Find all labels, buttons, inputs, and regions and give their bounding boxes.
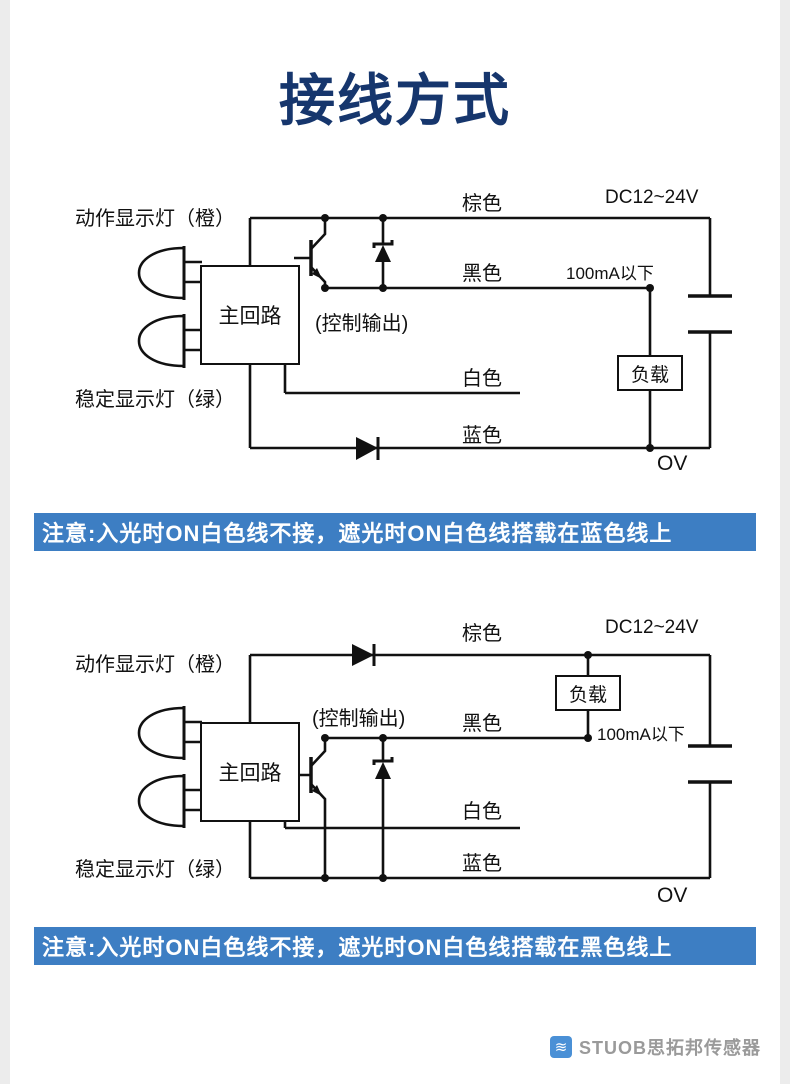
action-light-label-1: 动作显示灯（橙）: [75, 208, 235, 230]
main-circuit-box-2: 主回路: [200, 722, 300, 822]
stable-light-label-2: 稳定显示灯（绿）: [75, 859, 235, 881]
supply-voltage-label-1: DC12~24V: [605, 187, 699, 208]
junction-dot: [321, 874, 329, 882]
note-bar-2: 注意:入光时ON白色线不接，遮光时ON白色线搭载在黑色线上: [34, 927, 756, 965]
right-edge-band: [780, 0, 790, 1084]
zero-volt-label-1: OV: [657, 452, 688, 475]
transistor-collector: [310, 738, 327, 767]
brown-wire-label-2: 棕色: [462, 623, 502, 645]
junction-dot: [379, 284, 387, 292]
white-wire-label-2: 白色: [462, 801, 502, 823]
brand-text: STUOB思拓邦传感器: [579, 1038, 761, 1058]
page-title: 接线方式: [279, 69, 511, 132]
transistor-emitter-arrow: [312, 785, 322, 796]
footer-brand: ≋ STUOB思拓邦传感器: [550, 1034, 761, 1060]
action-led-dome: [137, 706, 186, 760]
load-box-1: 负载: [617, 355, 683, 391]
zener-triangle: [375, 762, 391, 779]
wiring-diagram-1: [137, 214, 732, 460]
junction-dot: [379, 214, 387, 222]
zero-volt-label-2: OV: [657, 884, 688, 907]
control-output-label-2: (控制输出): [312, 708, 406, 730]
current-limit-label-1: 100mA以下: [566, 264, 654, 283]
brown-wire-label-1: 棕色: [462, 193, 502, 215]
transistor-collector: [310, 218, 327, 250]
zener-triangle: [375, 245, 391, 262]
control-output-label-1: (控制输出): [315, 313, 409, 335]
note-bar-1: 注意:入光时ON白色线不接，遮光时ON白色线搭载在蓝色线上: [34, 513, 756, 551]
main-circuit-box-1: 主回路: [200, 265, 300, 365]
junction-dot: [321, 734, 329, 742]
black-wire-label-1: 黑色: [462, 263, 502, 285]
white-wire-label-1: 白色: [462, 368, 502, 390]
junction-dot: [321, 214, 329, 222]
wiring-diagram-2: [137, 644, 732, 882]
black-wire-label-2: 黑色: [462, 713, 502, 735]
zener-cathode-bar: [372, 757, 394, 765]
transistor-emitter-arrow: [312, 268, 322, 279]
load-box-2: 负载: [555, 675, 621, 711]
zener-cathode-bar: [372, 240, 394, 248]
blue-wire-label-1: 蓝色: [462, 425, 502, 447]
left-edge-band: [0, 0, 10, 1084]
junction-dot: [321, 284, 329, 292]
junction-dot: [379, 874, 387, 882]
blue-wire-label-2: 蓝色: [462, 853, 502, 875]
supply-voltage-label-2: DC12~24V: [605, 617, 699, 638]
junction-dot: [379, 734, 387, 742]
junction-dot: [584, 734, 592, 742]
brown-diode-triangle: [352, 644, 374, 666]
action-light-label-2: 动作显示灯（橙）: [75, 654, 235, 676]
junction-dot: [584, 651, 592, 659]
stable-led-dome: [137, 774, 186, 828]
blue-diode-triangle: [356, 437, 378, 460]
junction-dot: [646, 444, 654, 452]
current-limit-label-2: 100mA以下: [597, 725, 685, 744]
stable-light-label-1: 稳定显示灯（绿）: [75, 389, 235, 411]
transistor-emitter: [310, 783, 327, 878]
wave-logo-icon: ≋: [550, 1036, 572, 1058]
stable-led-dome: [137, 314, 186, 368]
junction-dot: [646, 284, 654, 292]
action-led-dome: [137, 246, 186, 300]
